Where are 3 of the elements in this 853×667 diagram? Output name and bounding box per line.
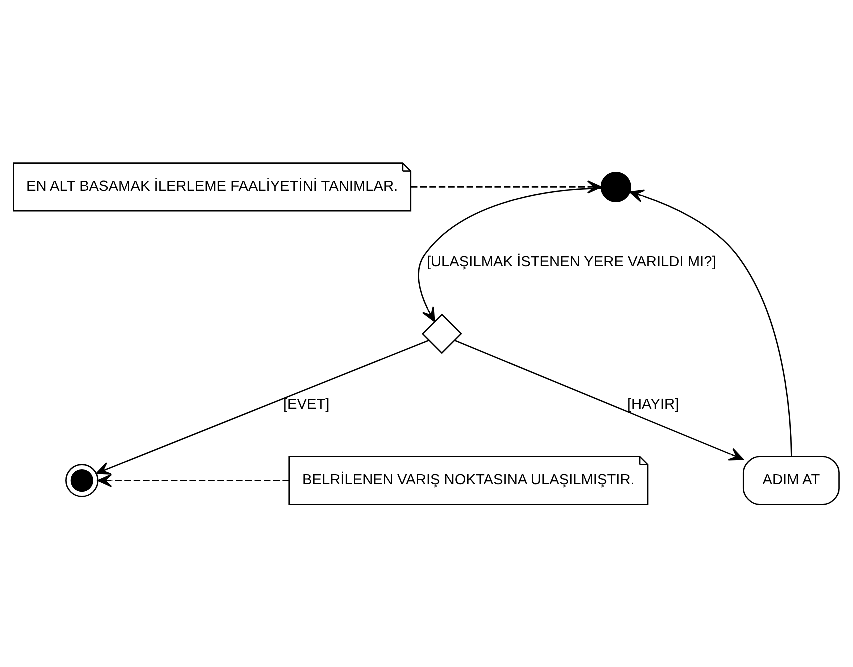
edge-label: [HAYIR] <box>627 396 680 412</box>
edge-label: [ULAŞILMAK İSTENEN YERE VARILDI MI?] <box>426 254 716 270</box>
edge-label: [EVET] <box>283 396 330 412</box>
